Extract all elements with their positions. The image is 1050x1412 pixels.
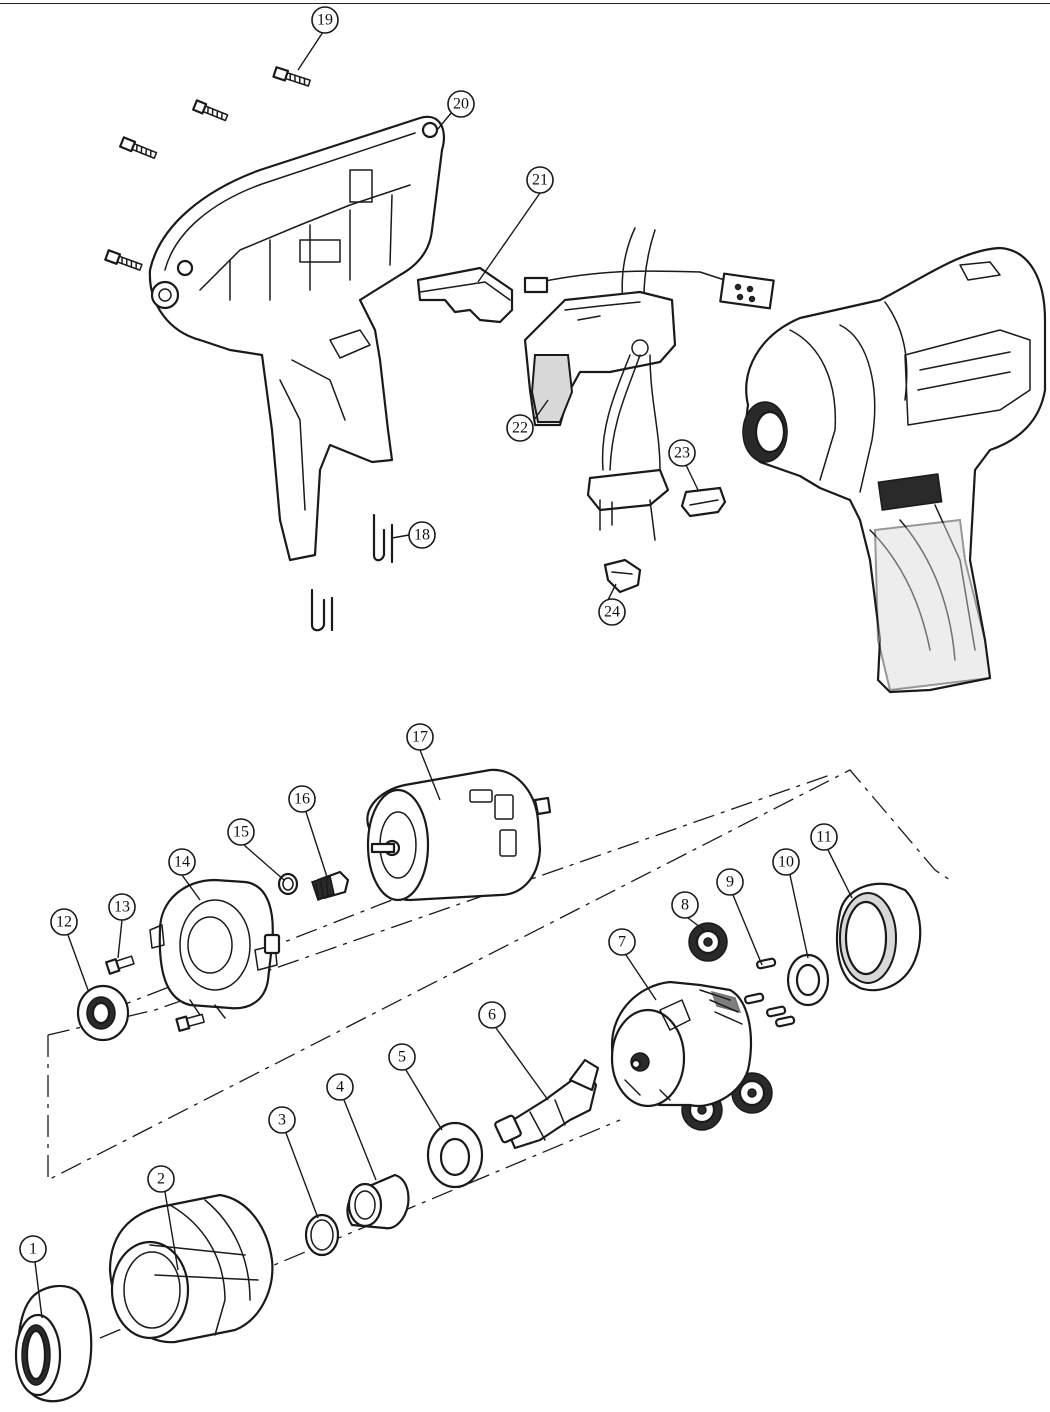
callout-1: 1 xyxy=(19,1235,47,1263)
callout-18: 18 xyxy=(408,521,436,549)
callout-11: 11 xyxy=(810,823,838,851)
screw xyxy=(104,249,143,271)
svg-text:19: 19 xyxy=(317,12,333,29)
bushing xyxy=(346,1173,410,1230)
spindle xyxy=(494,1058,600,1150)
spring-clips xyxy=(310,513,394,632)
screw xyxy=(272,66,311,87)
ring-gear xyxy=(835,882,922,992)
large-washer xyxy=(426,1121,484,1189)
svg-text:23: 23 xyxy=(674,445,690,462)
screw xyxy=(192,99,229,122)
trigger-switch xyxy=(523,227,775,541)
callout-2: 2 xyxy=(147,1165,175,1193)
svg-text:6: 6 xyxy=(488,1007,496,1024)
leader-lines xyxy=(34,28,853,1319)
small-screw xyxy=(105,955,135,975)
svg-text:10: 10 xyxy=(778,854,794,871)
callout-8: 8 xyxy=(671,891,699,919)
callout-22: 22 xyxy=(506,414,534,442)
callout-14: 14 xyxy=(168,848,196,876)
assembled-drill xyxy=(742,246,1047,694)
bearing xyxy=(76,984,130,1042)
thrust-washer xyxy=(786,953,830,1007)
callout-6: 6 xyxy=(478,1001,506,1029)
svg-text:8: 8 xyxy=(681,897,689,914)
callout-19: 19 xyxy=(311,6,339,34)
svg-text:15: 15 xyxy=(233,824,249,841)
svg-text:4: 4 xyxy=(336,1079,344,1096)
svg-text:12: 12 xyxy=(56,914,72,931)
callout-15: 15 xyxy=(227,818,255,846)
planet-pins xyxy=(744,957,796,1028)
direction-slider xyxy=(680,486,727,518)
callout-13: 13 xyxy=(108,893,136,921)
svg-text:16: 16 xyxy=(294,791,310,808)
callout-9: 9 xyxy=(716,868,744,896)
callout-7: 7 xyxy=(608,928,636,956)
switch-cover xyxy=(416,266,514,324)
svg-text:9: 9 xyxy=(726,874,734,891)
callouts: 19 20 21 22 23 24 18 17 16 15 14 13 12 1… xyxy=(19,6,838,1263)
nose-cover xyxy=(108,1193,274,1344)
svg-text:11: 11 xyxy=(816,829,831,846)
svg-text:17: 17 xyxy=(412,729,428,746)
svg-text:24: 24 xyxy=(604,604,620,621)
small-washer xyxy=(277,872,299,896)
callout-4: 4 xyxy=(326,1073,354,1101)
planet-gear xyxy=(688,922,728,962)
left-housing-half xyxy=(148,115,446,562)
svg-text:7: 7 xyxy=(618,934,626,951)
screw xyxy=(119,136,158,160)
callout-12: 12 xyxy=(50,908,78,936)
callout-3: 3 xyxy=(268,1106,296,1134)
trigger-knob xyxy=(603,558,642,594)
gear-case xyxy=(149,878,281,1019)
svg-text:18: 18 xyxy=(414,527,430,544)
housing-screws xyxy=(104,66,311,271)
front-ring xyxy=(14,1284,93,1403)
svg-text:14: 14 xyxy=(174,854,190,871)
callout-24: 24 xyxy=(598,598,626,626)
callout-21: 21 xyxy=(526,166,554,194)
svg-text:1: 1 xyxy=(29,1241,37,1258)
callout-10: 10 xyxy=(772,848,800,876)
svg-text:3: 3 xyxy=(278,1112,286,1129)
callout-5: 5 xyxy=(388,1043,416,1071)
top-border-line xyxy=(0,3,1050,4)
svg-text:5: 5 xyxy=(398,1049,406,1066)
svg-text:22: 22 xyxy=(512,420,528,437)
pinion-gear xyxy=(311,870,350,901)
retaining-ring xyxy=(304,1213,340,1257)
svg-text:2: 2 xyxy=(157,1171,165,1188)
svg-text:21: 21 xyxy=(532,172,548,189)
svg-text:20: 20 xyxy=(453,96,469,113)
callout-16: 16 xyxy=(288,785,316,813)
motor xyxy=(366,768,552,902)
gear-case-bolt xyxy=(175,1013,205,1032)
callout-23: 23 xyxy=(668,439,696,467)
callout-17: 17 xyxy=(406,723,434,751)
planet-carrier xyxy=(610,980,753,1108)
callout-20: 20 xyxy=(447,90,475,118)
svg-text:13: 13 xyxy=(114,899,130,916)
